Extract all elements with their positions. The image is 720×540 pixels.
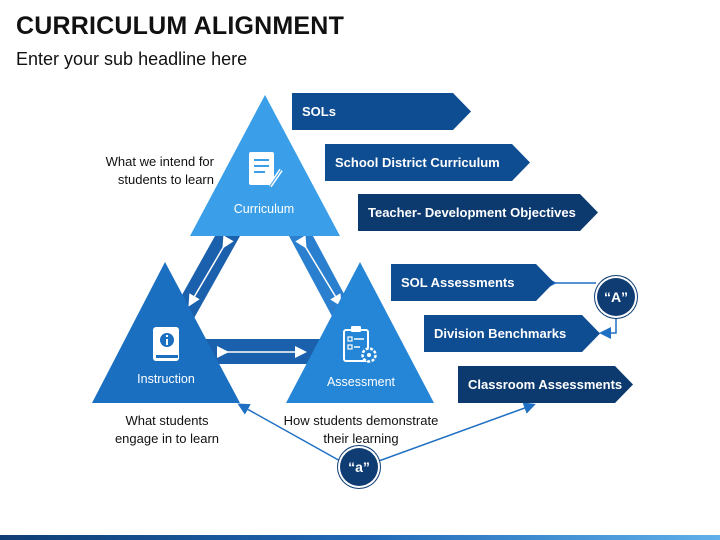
caption-instruction: What students engage in to learn bbox=[114, 413, 220, 446]
tag-teacher-development-objectives: Teacher- Development Objectives bbox=[358, 194, 598, 231]
page-subtitle: Enter your sub headline here bbox=[16, 49, 248, 69]
double-arrow-left bbox=[188, 235, 234, 307]
curriculum-label: Curriculum bbox=[233, 202, 295, 216]
assessment-label: Assessment bbox=[326, 375, 396, 389]
tag-school-district-curriculum: School District Curriculum bbox=[325, 144, 530, 181]
page-title: CURRICULUM ALIGNMENT bbox=[16, 12, 345, 40]
clipboard-gear-icon bbox=[343, 326, 377, 363]
tag-division-benchmarks: Division Benchmarks bbox=[424, 315, 600, 352]
tag-sol-assessments: SOL Assessments bbox=[391, 264, 554, 301]
instruction-label: Instruction bbox=[137, 372, 195, 386]
double-arrow-right bbox=[295, 235, 342, 307]
book-icon bbox=[153, 327, 179, 361]
tag-sols: SOLs bbox=[292, 93, 471, 130]
badge-upper-a: “A” bbox=[597, 278, 635, 316]
connector-line-lower-left bbox=[237, 403, 343, 463]
connector-line-upper-down bbox=[599, 315, 617, 339]
caption-curriculum: What we intend for students to learn bbox=[105, 154, 214, 187]
document-icon bbox=[249, 152, 283, 188]
triangle-assessment bbox=[286, 262, 434, 403]
caption-assessment: How students demonstrate their learning bbox=[283, 413, 439, 446]
connector-line-lower-right bbox=[375, 402, 536, 463]
bottom-accent-bar bbox=[0, 535, 720, 540]
badge-lower-a: “a” bbox=[340, 448, 378, 486]
tag-classroom-assessments: Classroom Assessments bbox=[458, 366, 633, 403]
